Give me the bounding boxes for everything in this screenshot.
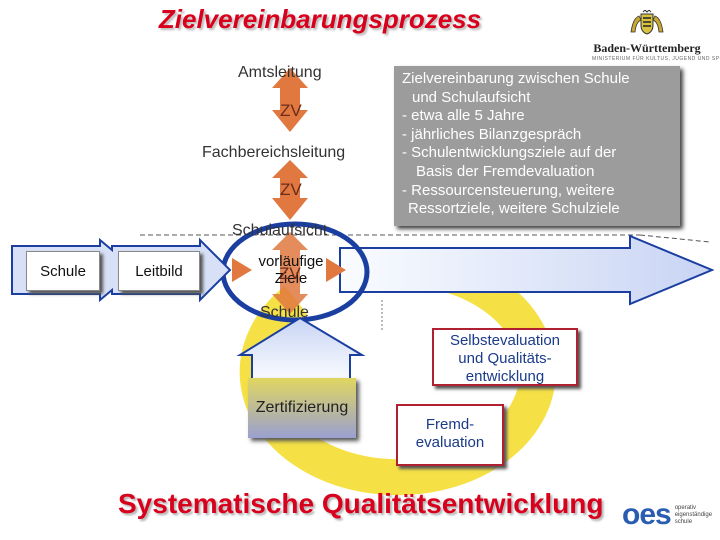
selbstevaluation-box: Selbstevaluation und Qualitäts- entwickl… <box>432 328 578 386</box>
info-line: Zielvereinbarung zwischen Schule <box>402 70 630 87</box>
schule-box: Schule <box>26 251 100 291</box>
bottom-title: Systematische Qualitätsentwicklung <box>118 488 604 519</box>
schulaufsicht-label: Schulaufsicht <box>232 222 328 239</box>
info-line: - jährliches Bilanzgespräch <box>402 125 582 143</box>
page-title: Zielvereinbarungsprozess <box>158 4 482 34</box>
upward-arrow <box>236 316 366 381</box>
coat-of-arms-icon <box>630 9 664 35</box>
fremdevaluation-box: Fremd- evaluation <box>396 404 504 466</box>
zv-arrow-3 <box>272 232 308 314</box>
amtsleitung-label: Amtsleitung <box>238 64 322 81</box>
process-arrow <box>339 234 715 306</box>
fachbereichsleitung-label: Fachbereichsleitung <box>202 144 346 161</box>
info-line: - Schulentwicklungsziele auf der <box>402 144 617 162</box>
baden-wuerttemberg-logo: Baden-Württemberg MINISTERIUM FÜR KULTUS… <box>592 9 720 62</box>
info-line: und Schulaufsicht <box>412 88 531 106</box>
zv-arrow-2 <box>272 160 308 220</box>
zertifizierung-box: Zertifizierung <box>248 378 356 438</box>
logo-name: Baden-Württemberg <box>593 41 701 55</box>
info-line: - etwa alle 5 Jahre <box>402 107 525 125</box>
vorlaeufige-ziele-label: vorläufige Ziele <box>258 253 324 287</box>
zv-arrow-1 <box>272 68 308 132</box>
zv-label-3: ZV <box>279 264 301 283</box>
info-line: - Ressourcensteuerung, weitere <box>402 181 615 199</box>
oes-logo: oes operativ eigenständige schule <box>622 498 713 531</box>
schule-label: Schule <box>260 304 309 321</box>
zv-label-2: ZV <box>280 180 302 199</box>
leitbild-box: Leitbild <box>118 251 200 291</box>
zielvereinbarung-info-box: Zielvereinbarung zwischen Schule und Sch… <box>394 66 680 226</box>
info-line: Basis der Fremdevaluation <box>416 162 595 180</box>
zv-label-1: ZV <box>280 101 302 120</box>
info-line: Ressortziele, weitere Schulziele <box>408 200 620 218</box>
logo-subtitle: MINISTERIUM FÜR KULTUS, JUGEND UND SPORT <box>592 56 720 62</box>
